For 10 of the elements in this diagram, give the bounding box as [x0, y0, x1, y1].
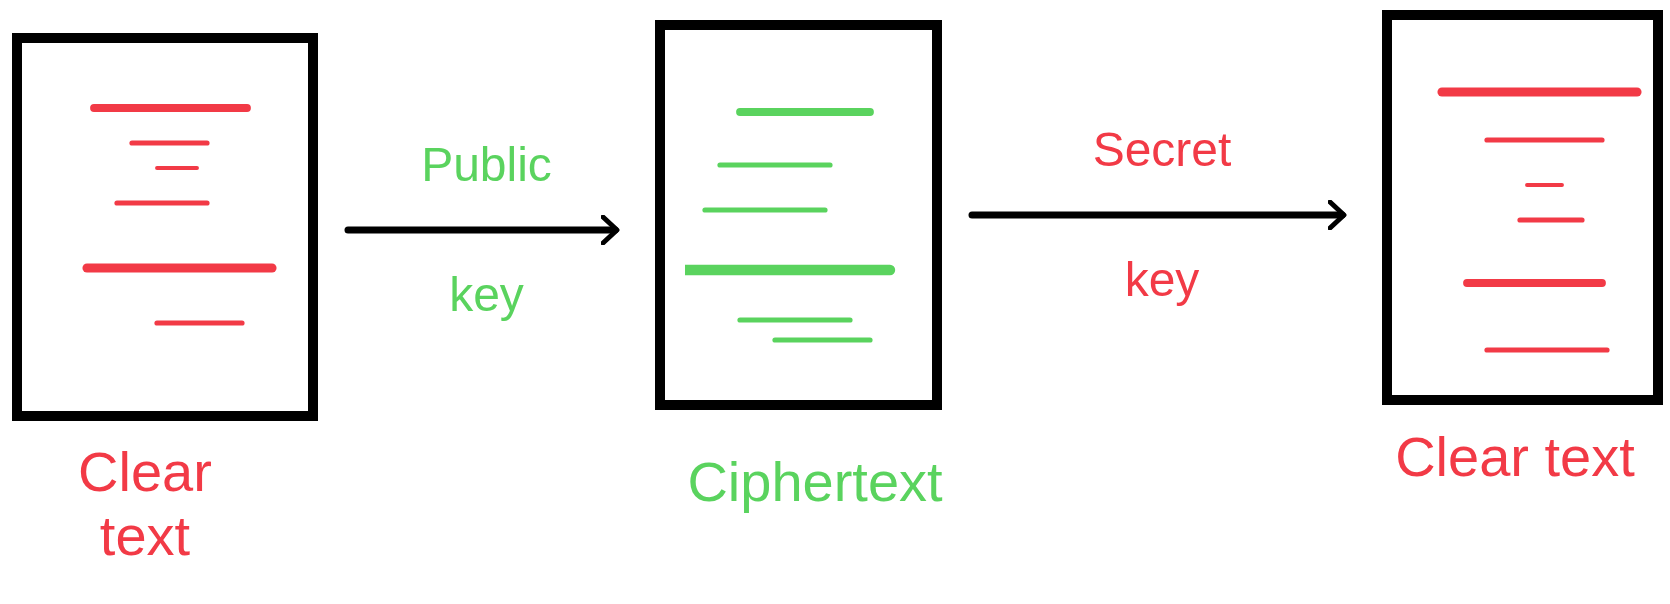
document-box	[12, 33, 318, 421]
node-label: Clear text	[77, 440, 213, 568]
edge-label: Public key	[420, 137, 553, 323]
arrow	[344, 214, 620, 246]
document-box	[655, 20, 942, 410]
edge-label: Secret key	[1091, 122, 1233, 308]
arrow	[968, 199, 1347, 231]
node-label: Ciphertext	[686, 450, 944, 514]
node-label: Clear text	[1394, 425, 1636, 489]
document-box	[1382, 10, 1663, 405]
